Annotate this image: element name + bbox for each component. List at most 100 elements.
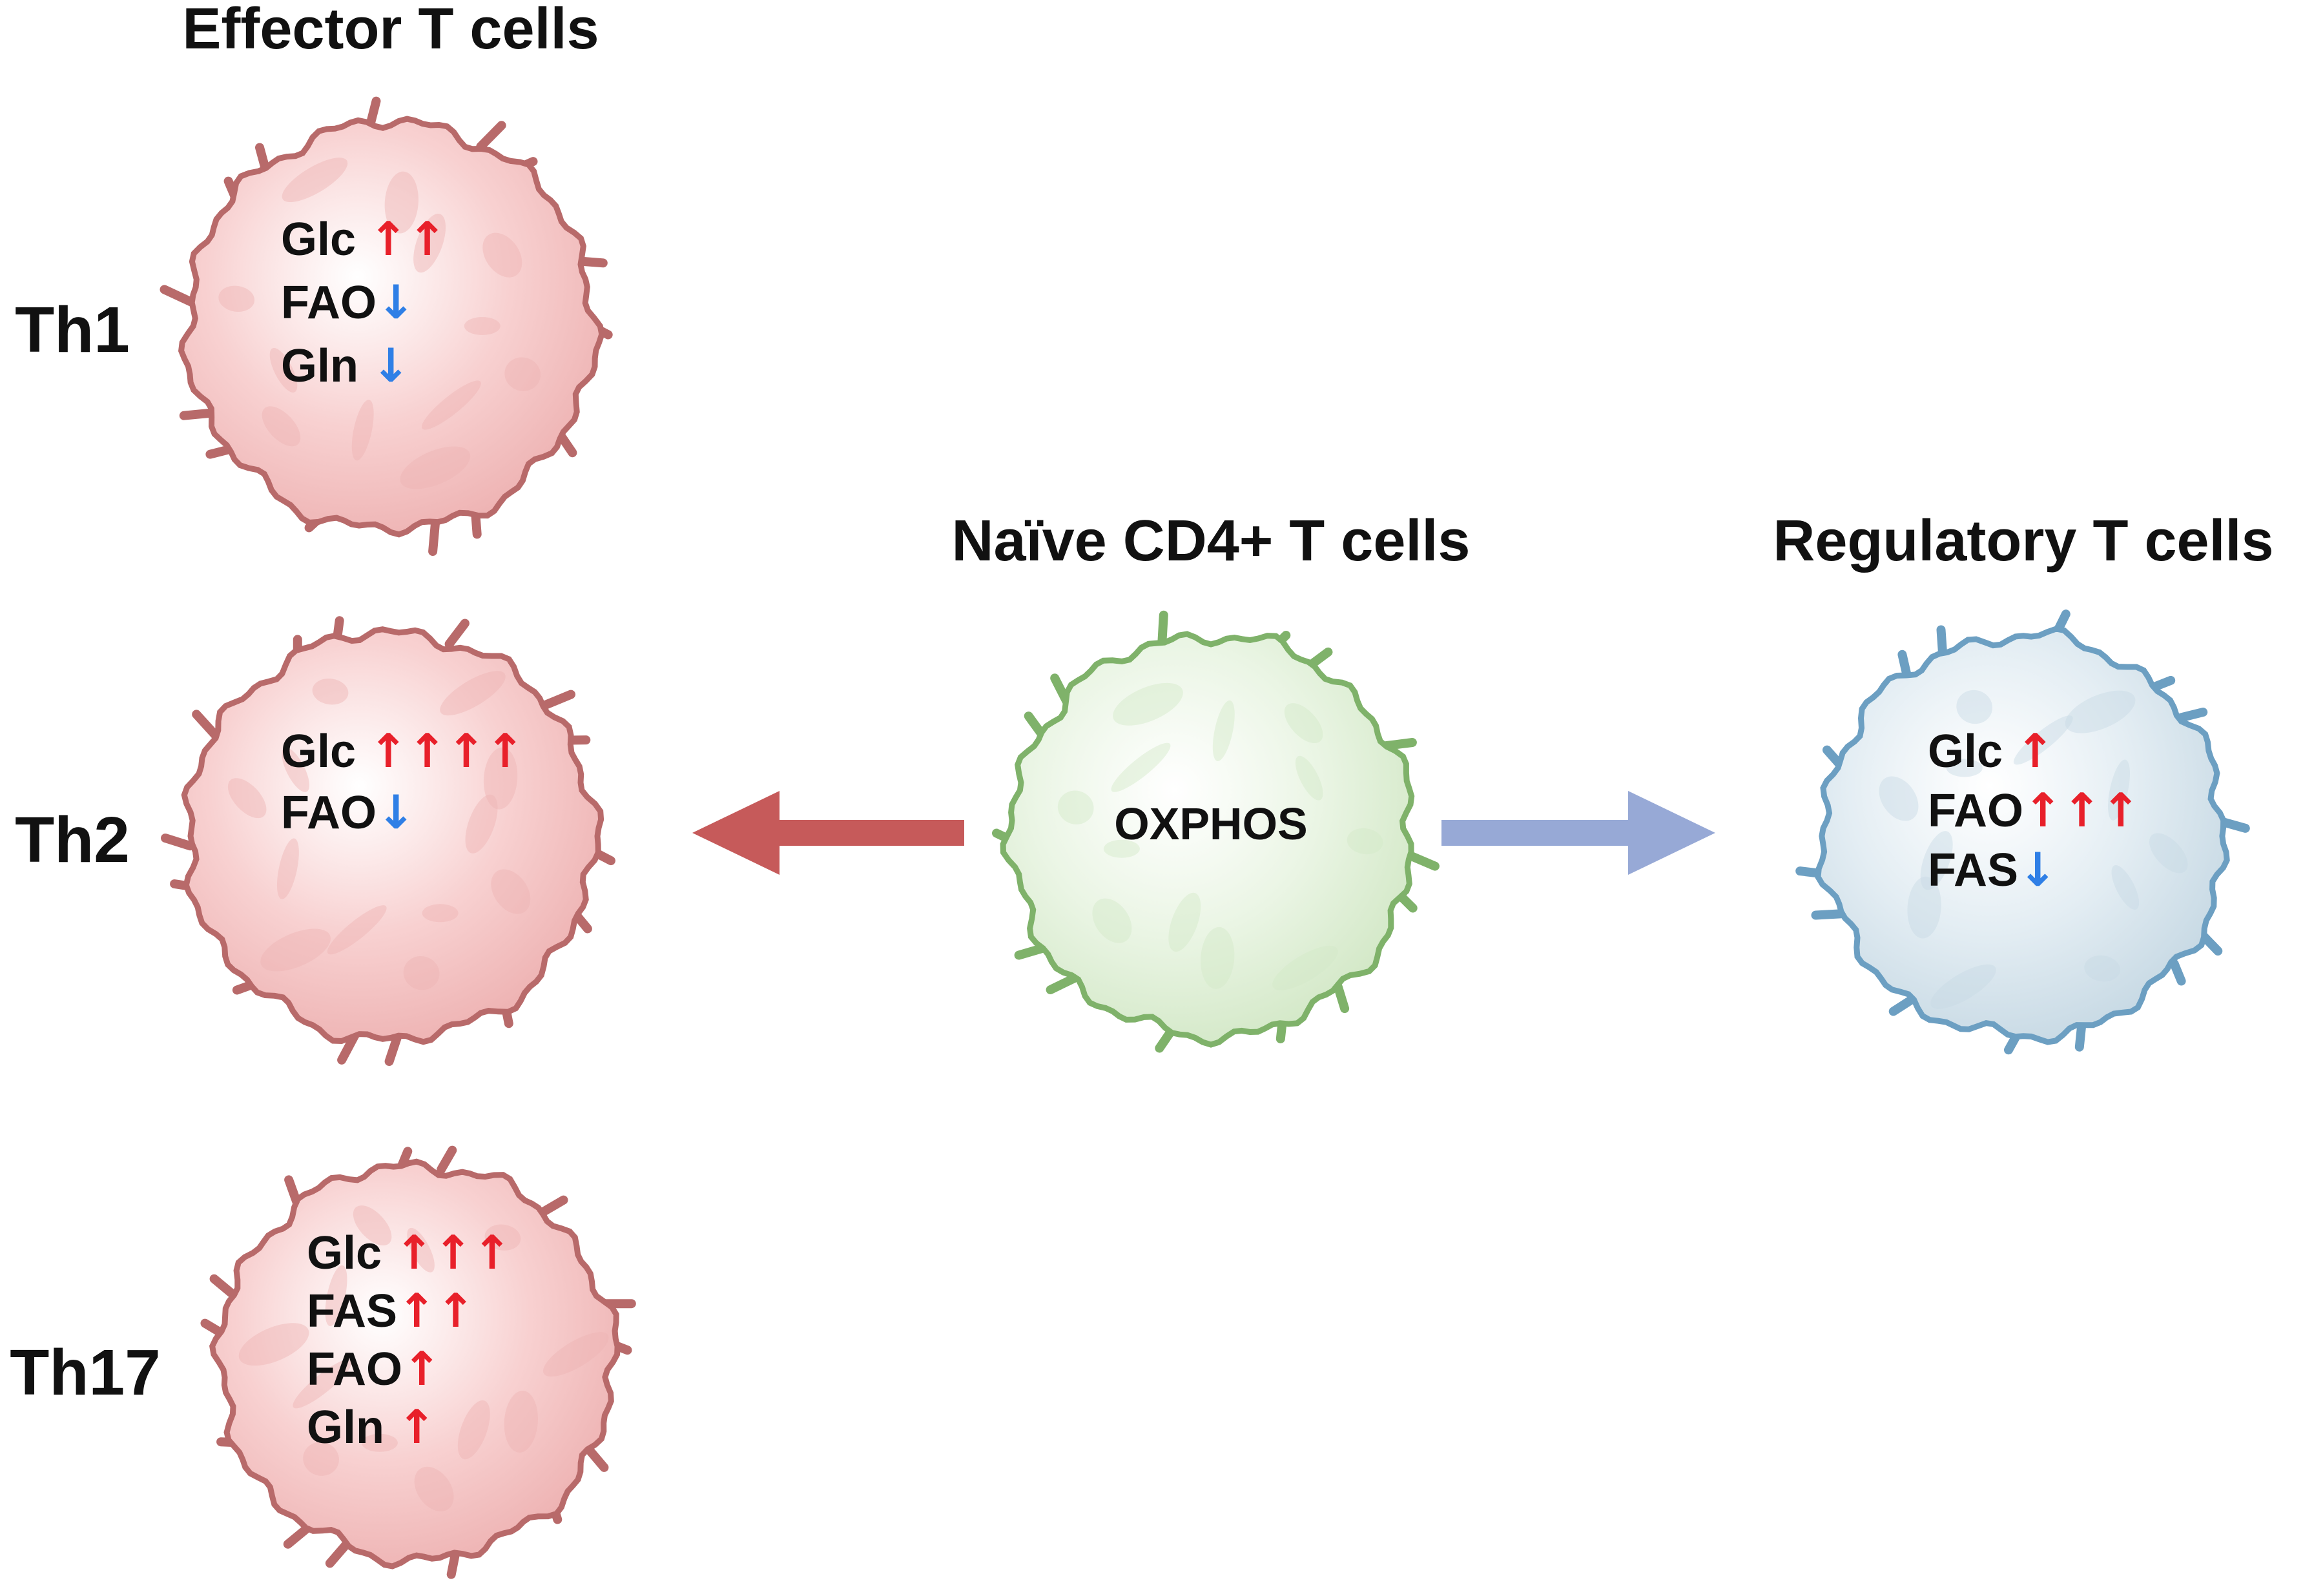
- microvillus: [209, 1274, 239, 1300]
- cell-th2-membrane: [181, 626, 604, 1045]
- cell-th17-texture: [238, 1205, 609, 1511]
- texture-blotch: [325, 1265, 347, 1326]
- microvillus: [1382, 738, 1417, 750]
- texture-blotch: [413, 213, 446, 273]
- down-arrow-icon: ↓: [377, 275, 415, 329]
- marker-name: FAS: [1928, 844, 2018, 896]
- marker-name: Glc: [281, 726, 369, 777]
- texture-blotch: [504, 357, 541, 391]
- texture-blotch: [2149, 833, 2188, 874]
- marker-th2-1: FAO↓: [281, 785, 415, 839]
- texture-blotch: [218, 285, 255, 312]
- texture-blotch: [403, 956, 440, 990]
- texture-blotch: [504, 1390, 538, 1453]
- texture-blotch: [276, 838, 299, 899]
- texture-blotch: [282, 158, 348, 203]
- texture-blotch: [303, 1442, 339, 1476]
- marker-name: FAO: [307, 1344, 402, 1395]
- texture-blotch: [1092, 898, 1132, 943]
- marker-name: Gln: [281, 340, 371, 392]
- cell-label-th17: Th17: [10, 1336, 160, 1409]
- texture-blotch: [422, 904, 459, 923]
- marker-name: FAO: [1928, 785, 2023, 837]
- texture-blotch: [400, 446, 471, 489]
- cell-naive-membrane: [1000, 631, 1415, 1048]
- microvillus: [446, 1548, 460, 1579]
- down-arrow-icon: ↓: [377, 785, 415, 839]
- cell-th1-membrane: [178, 116, 605, 538]
- texture-blotch: [1103, 839, 1140, 858]
- texture-blotch: [483, 747, 518, 810]
- microvillus: [161, 834, 195, 851]
- texture-blotch: [2111, 865, 2140, 910]
- up-arrow-icon: ↑↑: [397, 1284, 475, 1338]
- texture-blotch: [542, 1332, 609, 1377]
- microvillus: [2074, 1020, 2087, 1052]
- texture-blotch: [482, 232, 522, 278]
- microvillus: [1811, 909, 1846, 920]
- texture-blotch: [484, 1224, 521, 1251]
- cell-treg: Glc ↑FAO↑↑↑FAS↓: [1795, 609, 2250, 1055]
- texture-blotch: [1168, 892, 1201, 952]
- microvillus: [384, 1032, 402, 1066]
- microvillus: [428, 517, 440, 556]
- cell-th2-texture: [227, 671, 531, 990]
- texture-blotch: [1907, 876, 1941, 939]
- up-arrow-icon: ↑↑↑↑: [369, 724, 524, 778]
- cell-th17-membrane: [209, 1158, 621, 1570]
- microvillus: [192, 710, 222, 741]
- texture-blotch: [1111, 742, 1171, 792]
- marker-name: Gln: [307, 1402, 397, 1453]
- texture-blotch: [227, 778, 267, 819]
- texture-blotch: [312, 679, 349, 705]
- texture-blotch: [1113, 682, 1183, 726]
- cell-naive-texture: [1057, 682, 1383, 990]
- texture-blotch: [351, 400, 374, 461]
- marker-name: FAO: [281, 277, 377, 329]
- cells-layer: Glc ↑↑FAO↓Gln ↓Glc ↑↑↑↑FAO↓Glc ↑↑↑FAS↑↑F…: [160, 96, 2250, 1579]
- marker-treg-1: FAO↑↑↑: [1928, 783, 2140, 837]
- microvillus: [444, 619, 470, 649]
- microvillus: [437, 1145, 457, 1174]
- heading-naive: Naïve CD4+ T cells: [952, 509, 1471, 573]
- microvillus: [1334, 983, 1350, 1014]
- texture-blotch: [260, 928, 331, 972]
- cell-th2: Glc ↑↑↑↑ FAO↓: [161, 616, 615, 1066]
- texture-blotch: [293, 1359, 353, 1409]
- microvillus: [325, 1539, 352, 1568]
- marker-name: Glc: [1928, 726, 2016, 777]
- texture-blotch: [1057, 790, 1094, 824]
- texture-blotch: [1946, 759, 1983, 777]
- marker-th1-2: Gln ↓: [281, 338, 410, 393]
- microvillus: [1157, 610, 1168, 650]
- cell-label-th1: Th1: [15, 294, 130, 366]
- marker-name: FAS: [307, 1285, 397, 1337]
- microvillus: [585, 1446, 609, 1472]
- heading-effector: Effector T cells: [182, 0, 599, 61]
- naive-center-label: OXPHOS: [1114, 799, 1308, 849]
- texture-blotch: [414, 1466, 454, 1511]
- marker-name: Glc: [307, 1227, 395, 1279]
- down-arrow-icon: ↓: [371, 338, 410, 393]
- marker-th2-0: Glc ↑↑↑↑: [281, 724, 524, 778]
- texture-blotch: [1920, 831, 1953, 890]
- microvillus: [2169, 959, 2186, 986]
- up-arrow-icon: ↑↑: [369, 212, 447, 266]
- microvillus: [536, 1195, 568, 1218]
- cell-label-th2: Th2: [15, 804, 130, 876]
- up-arrow-icon: ↑: [2016, 724, 2054, 778]
- texture-blotch: [2013, 715, 2073, 765]
- microvillus: [539, 690, 575, 711]
- microvillus: [476, 121, 506, 151]
- texture-blotch: [269, 348, 298, 393]
- marker-th17-1: FAS↑↑: [307, 1284, 475, 1338]
- marker-th17-3: Gln ↑: [307, 1400, 436, 1454]
- texture-blotch: [327, 905, 387, 955]
- texture-blotch: [491, 869, 531, 914]
- texture-blotch: [421, 380, 481, 430]
- texture-blotch: [2065, 690, 2136, 733]
- up-arrow-icon: ↑: [397, 1400, 436, 1454]
- microvillus: [576, 256, 608, 268]
- up-arrow-icon: ↑: [402, 1342, 441, 1396]
